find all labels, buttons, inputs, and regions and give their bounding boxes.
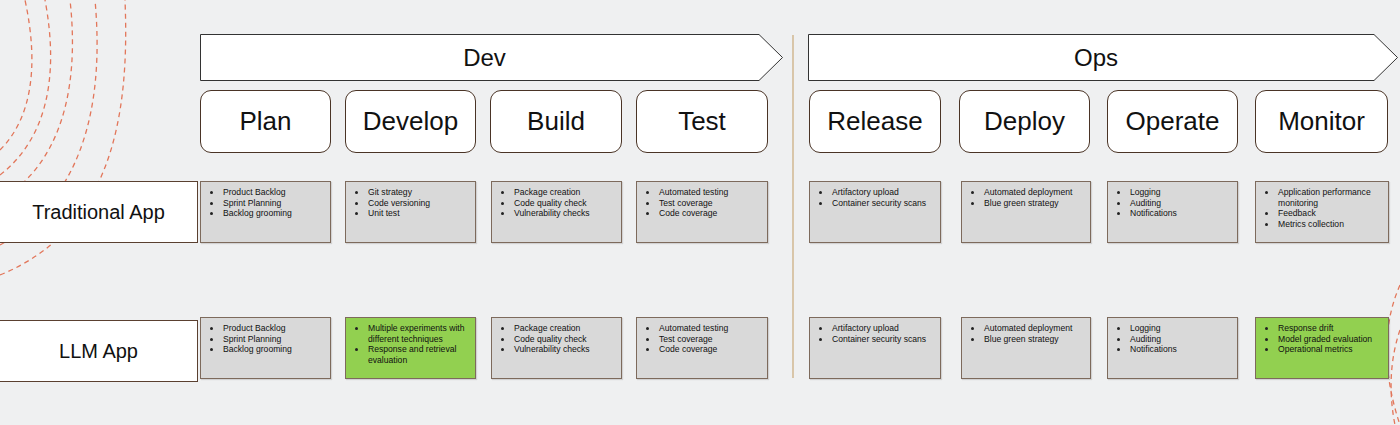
activity-box: Multiple experiments with different tech…	[345, 317, 476, 379]
activity-box: Package creationCode quality checkVulner…	[491, 317, 622, 379]
activity-box: LoggingAuditingNotifications	[1107, 317, 1238, 379]
node-label: Dev	[200, 34, 783, 81]
node-label: Release	[827, 106, 922, 137]
bullet-item: Metrics collection	[1278, 219, 1384, 230]
bullet-item: Operational metrics	[1278, 344, 1384, 355]
row-label-box: LLM App	[0, 320, 198, 382]
bullet-item: Automated testing	[659, 323, 763, 334]
activity-box: Application performance monitoringFeedba…	[1255, 181, 1389, 243]
node-label: Ops	[808, 34, 1398, 81]
bullet-item: Model graded evaluation	[1278, 334, 1384, 345]
bullet-item: Git strategy	[368, 187, 471, 198]
activity-box: Automated deploymentBlue green strategy	[961, 317, 1091, 379]
bullet-item: Feedback	[1278, 208, 1384, 219]
phase-chevron: Dev	[200, 34, 783, 81]
row-label-box: Traditional App	[0, 181, 198, 243]
phase-chevron: Ops	[808, 34, 1398, 81]
activity-box: Automated deploymentBlue green strategy	[961, 181, 1091, 243]
bullet-item: Container security scans	[832, 198, 936, 209]
bullet-item: Code coverage	[659, 208, 763, 219]
bullet-item: Code versioning	[368, 198, 471, 209]
bullet-item: Backlog grooming	[223, 208, 326, 219]
node-label: Monitor	[1278, 106, 1365, 137]
bullet-item: Application performance monitoring	[1278, 187, 1384, 208]
bullet-item: Automated deployment	[984, 187, 1086, 198]
activity-box: Response driftModel graded evaluationOpe…	[1255, 317, 1389, 379]
node-label: Build	[527, 106, 585, 137]
bullet-item: Auditing	[1130, 334, 1233, 345]
bullet-item: Automated testing	[659, 187, 763, 198]
stage-box: Build	[490, 90, 622, 153]
bullet-item: Automated deployment	[984, 323, 1086, 334]
chevron-outline	[809, 35, 1398, 81]
bullet-item: Artifactory upload	[832, 187, 936, 198]
dashed-curve	[1391, 330, 1400, 425]
bullet-item: Backlog grooming	[223, 344, 326, 355]
bullet-item: Container security scans	[832, 334, 936, 345]
bullet-item: Sprint Planning	[223, 198, 326, 209]
chevron-outline	[201, 35, 783, 81]
activity-box: Automated testingTest coverageCode cover…	[636, 181, 768, 243]
dashed-curve	[0, 0, 72, 200]
bullet-item: Notifications	[1130, 208, 1233, 219]
node-label: LLM App	[59, 340, 138, 363]
stage-box: Develop	[345, 90, 476, 153]
node-label: Operate	[1126, 106, 1220, 137]
stage-box: Test	[636, 90, 768, 153]
node-label: Develop	[363, 106, 458, 137]
bullet-item: Sprint Planning	[223, 334, 326, 345]
activity-box: Package creationCode quality checkVulner…	[491, 181, 622, 243]
bullet-item: Unit test	[368, 208, 471, 219]
bullet-item: Test coverage	[659, 334, 763, 345]
activity-box: Git strategyCode versioningUnit test	[345, 181, 476, 243]
activity-box: Product BacklogSprint PlanningBacklog gr…	[200, 181, 331, 243]
activity-box: LoggingAuditingNotifications	[1107, 181, 1238, 243]
activity-box: Artifactory uploadContainer security sca…	[809, 181, 941, 243]
bullet-item: Code coverage	[659, 344, 763, 355]
bullet-item: Response drift	[1278, 323, 1384, 334]
stage-box: Deploy	[959, 90, 1090, 153]
bullet-item: Code quality check	[514, 334, 617, 345]
bullet-item: Vulnerability checks	[514, 208, 617, 219]
bullet-item: Logging	[1130, 323, 1233, 334]
bullet-item: Artifactory upload	[832, 323, 936, 334]
node-label: Traditional App	[32, 201, 165, 224]
divider-line	[792, 35, 793, 378]
bullet-item: Multiple experiments with different tech…	[368, 323, 471, 344]
bullet-item: Package creation	[514, 323, 617, 334]
bullet-item: Auditing	[1130, 198, 1233, 209]
bullet-item: Logging	[1130, 187, 1233, 198]
bullet-item: Blue green strategy	[984, 334, 1086, 345]
stage-box: Monitor	[1255, 90, 1388, 153]
activity-box: Automated testingTest coverageCode cover…	[636, 317, 768, 379]
stage-box: Plan	[200, 90, 331, 153]
node-label: Test	[678, 106, 726, 137]
dashed-curve	[0, 0, 32, 150]
bullet-item: Test coverage	[659, 198, 763, 209]
bullet-item: Notifications	[1130, 344, 1233, 355]
activity-box: Artifactory uploadContainer security sca…	[809, 317, 941, 379]
bullet-item: Blue green strategy	[984, 198, 1086, 209]
bullet-item: Vulnerability checks	[514, 344, 617, 355]
bullet-item: Code quality check	[514, 198, 617, 209]
activity-box: Product BacklogSprint PlanningBacklog gr…	[200, 317, 331, 379]
bullet-item: Product Backlog	[223, 187, 326, 198]
node-label: Deploy	[984, 106, 1065, 137]
dashed-curve	[0, 0, 51, 175]
stage-box: Release	[809, 90, 941, 153]
stage-box: Operate	[1107, 90, 1238, 153]
bullet-item: Package creation	[514, 187, 617, 198]
bullet-item: Product Backlog	[223, 323, 326, 334]
node-label: Plan	[239, 106, 291, 137]
bullet-item: Response and retrieval evaluation	[368, 344, 471, 365]
